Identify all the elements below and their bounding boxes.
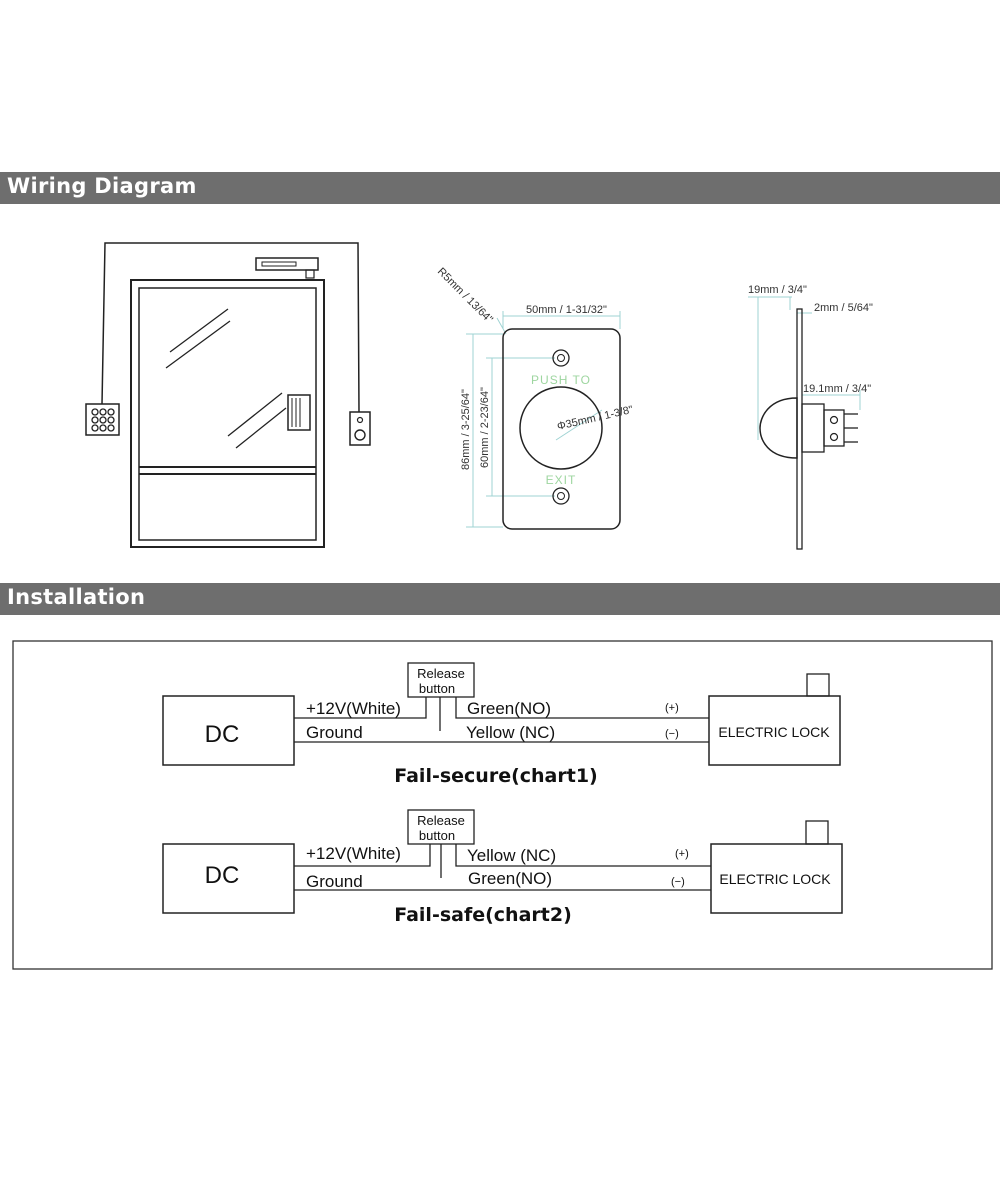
ground-wire-label: Ground (306, 723, 363, 742)
exit-button-small (356, 416, 364, 424)
keypad-icon (85, 403, 120, 436)
exit-button-large (354, 429, 366, 441)
top-wire-label: Yellow (NC) (467, 846, 556, 865)
dc-label: DC (205, 862, 240, 889)
release-button-box (407, 662, 475, 698)
release-label-line1: Release (417, 813, 465, 828)
minus-polarity: (−) (665, 728, 679, 740)
glass-reflection (235, 407, 287, 449)
screw-hole-bottom (552, 487, 570, 505)
door-frame (130, 279, 325, 548)
keypad-buttons (91, 408, 115, 432)
plus-polarity: (+) (665, 702, 679, 714)
electric-lock-box (708, 695, 841, 766)
chart2-fail-safe: DC Release button ELECTRIC LOCK +12V(Whi… (162, 809, 843, 926)
wiring-diagram-header: Wiring Diagram (0, 172, 1000, 204)
glass-reflection (169, 308, 229, 353)
dc-box (162, 843, 295, 914)
width-dimension: 50mm / 1-31/32" (526, 304, 607, 316)
depth-dimension: 19mm / 3/4" (748, 284, 807, 296)
installation-header: Installation (0, 583, 1000, 615)
side-screw (829, 432, 839, 442)
electric-lock-label: ELECTRIC LOCK (719, 871, 831, 887)
side-dome (759, 397, 798, 459)
dc-label: DC (205, 721, 240, 748)
power-wire-label: +12V(White) (306, 699, 401, 718)
minus-polarity: (−) (671, 876, 685, 888)
magnetic-lock-plate (261, 261, 297, 267)
side-screw (829, 415, 839, 425)
screw-hole-top-inner (557, 354, 565, 362)
magnetic-lock-mount (305, 269, 315, 279)
plus-polarity: (+) (675, 848, 689, 860)
electric-lock-terminal (805, 820, 829, 845)
side-body (801, 403, 825, 453)
exit-button-icon (349, 411, 371, 446)
electric-lock-box (710, 843, 843, 914)
inner-height-dimension: 60mm / 2-23/64" (479, 387, 491, 468)
electric-lock-terminal (806, 673, 830, 697)
chart1-wires (294, 697, 709, 743)
door-wire (101, 242, 360, 413)
release-label-line2: button (419, 681, 455, 696)
screw-hole-top (552, 349, 570, 367)
push-button-circle (519, 386, 603, 470)
exit-button-side-view: 19mm / 3/4" 2mm / 5/64" 19.1mm / 3/4" (748, 284, 873, 550)
power-wire-label: +12V(White) (306, 844, 401, 863)
ground-wire-label: Ground (306, 872, 363, 891)
installation-frame (12, 640, 993, 970)
radius-dimension: R5mm / 13/64" (435, 266, 495, 326)
diameter-dimension: Φ35mm / 1-3/8" (556, 404, 634, 433)
door-inner-frame (138, 287, 317, 541)
electric-lock-label: ELECTRIC LOCK (718, 724, 830, 740)
screw-hole-bottom-inner (557, 492, 565, 500)
chart1-fail-secure: DC Release button ELECTRIC LOCK +12V(Whi… (162, 662, 841, 787)
bottom-wire-label: Yellow (NC) (466, 723, 555, 742)
release-label-line1: Release (417, 666, 465, 681)
side-dimension-lines (748, 296, 861, 440)
chart2-wires (294, 844, 711, 891)
front-dimension-lines (466, 311, 621, 528)
push-to-text: PUSH TO (531, 373, 591, 387)
chart2-title: Fail-safe(chart2) (394, 904, 572, 926)
exit-plate (502, 328, 621, 530)
outer-height-dimension: 86mm / 3-25/64" (460, 389, 472, 470)
wiring-diagram-title: Wiring Diagram (7, 174, 197, 198)
button-depth-dimension: 19.1mm / 3/4" (803, 383, 871, 395)
installation-title: Installation (7, 585, 146, 609)
door-handle (287, 394, 311, 431)
top-wire-label: Green(NO) (467, 699, 551, 718)
glass-reflection (165, 320, 231, 369)
exit-button-front-view: PUSH TO EXIT R5mm / 13/64" 50mm / 1-31/3… (435, 266, 634, 530)
door-illustration (85, 242, 371, 548)
exit-text: EXIT (546, 473, 577, 487)
glass-reflection (227, 392, 283, 437)
bottom-wire-label: Green(NO) (468, 869, 552, 888)
plate-dimension: 2mm / 5/64" (814, 302, 873, 314)
magnetic-lock (255, 257, 319, 271)
dc-box (162, 695, 295, 766)
chart1-title: Fail-secure(chart1) (394, 765, 598, 787)
release-label-line2: button (419, 828, 455, 843)
